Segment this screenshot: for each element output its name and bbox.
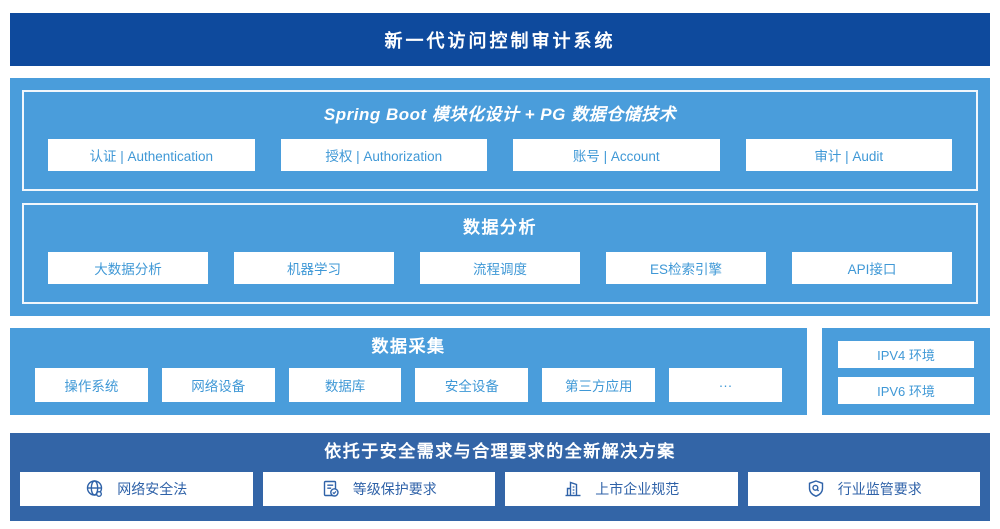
analysis-label: API接口 [847, 262, 897, 277]
analysis-row: 大数据分析 机器学习 流程调度 ES检索引擎 API接口 [36, 252, 964, 284]
page-title-banner: 新一代访问控制审计系统 [10, 13, 990, 66]
module-box: 认证 | Authentication [48, 139, 255, 171]
collection-box: 操作系统 [35, 368, 148, 402]
collection-box: 网络设备 [161, 368, 275, 402]
building-icon [563, 479, 583, 499]
collection-section: 数据采集 操作系统 网络设备 数据库 安全设备 [10, 328, 807, 415]
platform-section: Spring Boot 模块化设计 + PG 数据仓储技术 认证 | Authe… [10, 78, 990, 316]
solution-section: 依托于安全需求与合理要求的全新解决方案 网络安全法 等级保护要求 上市企业规范 [10, 433, 990, 521]
environment-box: IPV6 环境 [838, 377, 974, 404]
analysis-box: 流程调度 [420, 252, 580, 284]
analysis-panel: 数据分析 大数据分析 机器学习 流程调度 ES检索 [22, 203, 978, 304]
collection-box: 数据库 [288, 368, 402, 402]
solution-title: 依托于安全需求与合理要求的全新解决方案 [324, 442, 676, 461]
globe-icon [85, 479, 105, 499]
analysis-panel-title: 数据分析 [463, 218, 537, 237]
module-box: 账号 | Account [513, 139, 720, 171]
module-label: 账号 | Account [572, 149, 660, 164]
module-label: 审计 | Audit [814, 149, 884, 164]
solution-label: 上市企业规范 [595, 481, 680, 497]
analysis-label: 机器学习 [287, 262, 341, 277]
collection-label: 安全设备 [444, 379, 499, 394]
analysis-box: 大数据分析 [48, 252, 208, 284]
analysis-box: ES检索引擎 [606, 252, 766, 284]
analysis-box: API接口 [792, 252, 952, 284]
collection-environment-row: 数据采集 操作系统 网络设备 数据库 安全设备 [10, 328, 990, 415]
collection-box: 第三方应用 [542, 368, 656, 402]
module-label: 授权 | Authorization [325, 149, 443, 164]
solution-label: 网络安全法 [117, 481, 188, 497]
environment-box: IPV4 环境 [838, 341, 974, 368]
collection-title: 数据采集 [371, 337, 446, 356]
collection-label: 第三方应用 [564, 379, 633, 394]
analysis-box: 机器学习 [234, 252, 394, 284]
collection-box: 安全设备 [415, 368, 529, 402]
solution-box: 网络安全法 [20, 472, 253, 506]
collection-label: 数据库 [324, 379, 366, 394]
collection-box: ··· [669, 368, 782, 402]
analysis-label: 流程调度 [473, 262, 527, 277]
module-box: 审计 | Audit [745, 139, 952, 171]
environment-label: IPV4 环境 [877, 348, 935, 363]
solution-label: 行业监管要求 [837, 481, 922, 497]
modules-row: 认证 | Authentication 授权 | Authorization 账… [36, 139, 964, 171]
module-box: 授权 | Authorization [280, 139, 487, 171]
module-label: 认证 | Authentication [89, 149, 214, 164]
solution-label: 等级保护要求 [352, 481, 437, 497]
page-title: 新一代访问控制审计系统 [384, 30, 616, 51]
collection-row: 操作系统 网络设备 数据库 安全设备 第三方应用 [35, 368, 782, 402]
environment-label: IPV6 环境 [877, 384, 935, 399]
document-check-icon [321, 479, 341, 499]
collection-label: 操作系统 [64, 379, 119, 394]
solution-box: 上市企业规范 [505, 472, 738, 506]
collection-label: 网络设备 [191, 379, 246, 394]
analysis-label: ES检索引擎 [649, 262, 722, 277]
solution-box: 等级保护要求 [262, 472, 495, 506]
shield-search-icon [806, 479, 826, 499]
solution-row: 网络安全法 等级保护要求 上市企业规范 行业监管要求 [20, 472, 980, 506]
analysis-label: 大数据分析 [94, 262, 162, 277]
modules-panel: Spring Boot 模块化设计 + PG 数据仓储技术 认证 | Authe… [22, 90, 978, 191]
collection-label: ··· [718, 377, 733, 393]
solution-box: 行业监管要求 [747, 472, 980, 506]
environment-panel: IPV4 环境 IPV6 环境 [822, 328, 990, 415]
modules-panel-title: Spring Boot 模块化设计 + PG 数据仓储技术 [323, 105, 677, 124]
